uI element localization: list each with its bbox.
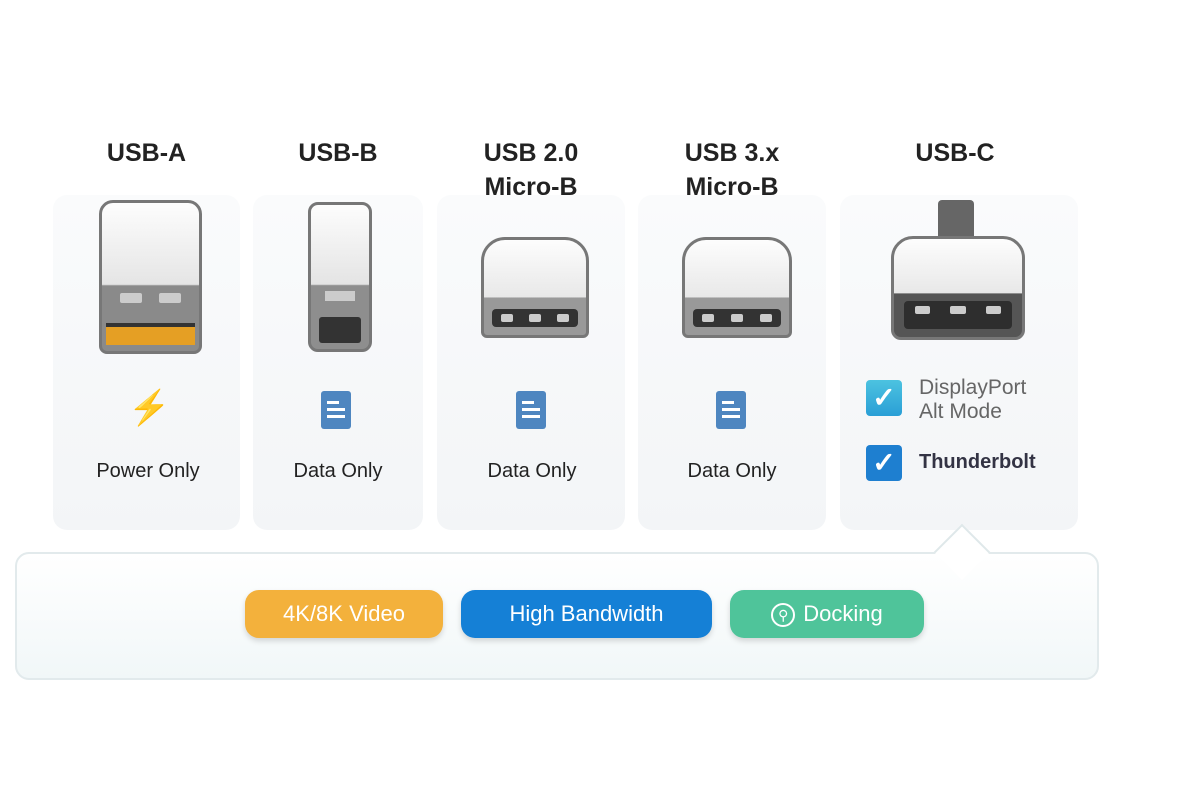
feature-thunderbolt: Thunderbolt (919, 451, 1036, 473)
document-icon (321, 391, 351, 429)
document-icon (716, 391, 746, 429)
title-usb-b: USB-B (298, 139, 378, 167)
usb3-microb-connector-image (682, 237, 792, 338)
usb-c-cable-image (938, 200, 974, 242)
title-usb-a: USB-A (106, 139, 187, 167)
title-line: USB 3.x (684, 139, 780, 167)
label-power-only: Power Only (96, 460, 200, 482)
title-line: USB 2.0 (483, 139, 579, 167)
usb-c-connector-image (891, 236, 1025, 340)
usb-a-connector-image (99, 200, 202, 354)
checkbox-icon: ✓ (866, 380, 902, 416)
label-data-only: Data Only (487, 460, 577, 482)
pill-video: 4K/8K Video (245, 590, 443, 638)
pill-docking-label: Docking (803, 601, 883, 626)
usb-b-connector-image (308, 202, 372, 352)
checkbox-icon: ✓ (866, 445, 902, 481)
dock-icon: ⚲ (771, 603, 796, 628)
document-icon (516, 391, 546, 429)
label-data-only: Data Only (293, 460, 383, 482)
pill-docking: ⚲ Docking (730, 590, 924, 638)
pill-bandwidth: High Bandwidth (461, 590, 712, 638)
usb2-microb-connector-image (481, 237, 589, 338)
feature-text: DisplayPort (919, 376, 1027, 399)
title-usb-c: USB-C (915, 139, 995, 167)
feature-text: Alt Mode (919, 400, 1002, 423)
lightning-icon: ⚡ (128, 389, 171, 427)
label-data-only: Data Only (687, 460, 777, 482)
